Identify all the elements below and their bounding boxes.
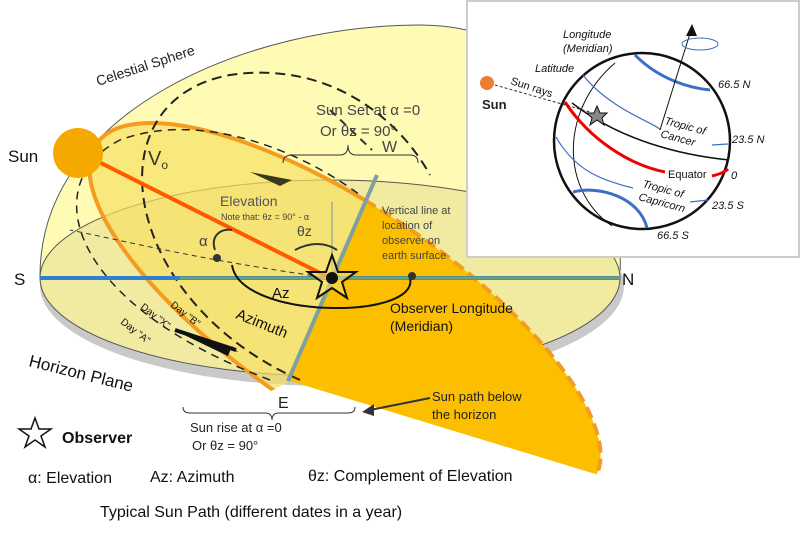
sun-ray (74, 148, 331, 280)
legend-star-icon (16, 415, 54, 449)
sun-set-label: Sun Set at α =0 (316, 102, 420, 119)
sun-below-label-2: the horizon (432, 407, 496, 422)
elevation-arrow (212, 228, 233, 251)
sun-rise-brace (182, 406, 356, 421)
earth-inset: Longitude (Meridian) Latitude Sun rays S… (466, 0, 800, 258)
day-path-b (141, 71, 431, 381)
rotation-icon (681, 37, 719, 51)
alpha-label: α (199, 233, 208, 250)
sun-icon (53, 128, 103, 178)
arrow-head (362, 404, 374, 416)
arctic-circle (633, 53, 711, 92)
theta-arrow (294, 243, 338, 251)
inset-longitude-label: Longitude (563, 29, 611, 41)
west-label: W (382, 139, 398, 156)
vertical-line-label-1: Vertical line at (382, 205, 450, 217)
sun-direction-arrow-top (250, 172, 292, 186)
lat-23-s: 23.5 S (711, 200, 744, 212)
sun-direction-line (174, 328, 237, 352)
lat-66-s: 66.5 S (657, 230, 689, 242)
legend-alpha: α: Elevation (28, 470, 112, 487)
sun-path-below-horizon (290, 175, 601, 502)
inset-observer-star-icon (585, 104, 609, 127)
tropic-capricorn-end (689, 199, 709, 203)
observer-label: Observer (62, 430, 132, 447)
lat-66-n: 66.5 N (718, 79, 750, 91)
sun-set-brace (282, 144, 419, 164)
point-marker (408, 272, 416, 280)
vertical-line-label-2: location of (382, 220, 433, 232)
legend-theta: θz: Complement of Elevation (308, 468, 513, 485)
equator-end (711, 167, 730, 178)
lat-23-n: 23.5 N (731, 134, 764, 146)
legend-azimuth: Az: Azimuth (150, 469, 234, 486)
observer-point (326, 272, 338, 284)
sun-rays-line (494, 84, 591, 113)
point-marker (213, 254, 221, 262)
meridian-curve (572, 62, 616, 227)
tropic-capricorn (555, 136, 634, 189)
equator-label: Equator (668, 169, 707, 181)
north-label: N (622, 270, 634, 289)
caption: Typical Sun Path (different dates in a y… (100, 504, 402, 521)
horizon-plane-label: Horizon Plane (27, 351, 135, 395)
tropic-cancer-end (711, 143, 729, 146)
east-label: E (278, 395, 289, 412)
tropic-cancer (582, 74, 661, 131)
sun-direction-arrow-bottom (180, 333, 238, 356)
sun-rise-label: Sun rise at α =0 (190, 420, 282, 435)
inset-sun-label: Sun (482, 97, 507, 112)
observer-longitude-label: Observer Longitude (390, 300, 513, 316)
v0-label: Vo (148, 148, 168, 172)
inset-latitude-label: Latitude (535, 63, 574, 75)
equator (563, 101, 666, 174)
elevation-note: Note that: θz = 90° - α (221, 212, 309, 222)
inset-sun-icon (480, 76, 494, 90)
earth-axis (659, 26, 693, 131)
lat-0: 0 (731, 170, 738, 182)
az-label: Az (272, 285, 290, 302)
theta-label: θz (297, 223, 312, 239)
vertical-line-label-3: observer on (382, 235, 440, 247)
sun-below-label: Sun path below (432, 389, 522, 404)
antarctic-circle (572, 188, 649, 229)
axis-arrow-icon (686, 24, 697, 36)
vertical-line-label-4: earth surface (382, 250, 446, 262)
south-label: S (14, 270, 25, 289)
sun-set-dashed (329, 109, 373, 151)
day-path-x (69, 229, 331, 279)
below-horizon-arrow (369, 397, 431, 411)
day-path-a (75, 128, 361, 381)
sun-rise-label-2: Or θz = 90° (192, 438, 258, 453)
inset-meridian-label: (Meridian) (563, 43, 613, 55)
sun-label: Sun (8, 147, 38, 166)
elevation-label: Elevation (220, 193, 278, 209)
meridian-label: (Meridian) (390, 318, 453, 334)
sun-set-label-2: Or θz = 90° (320, 123, 396, 140)
azimuth-arc (231, 264, 412, 310)
